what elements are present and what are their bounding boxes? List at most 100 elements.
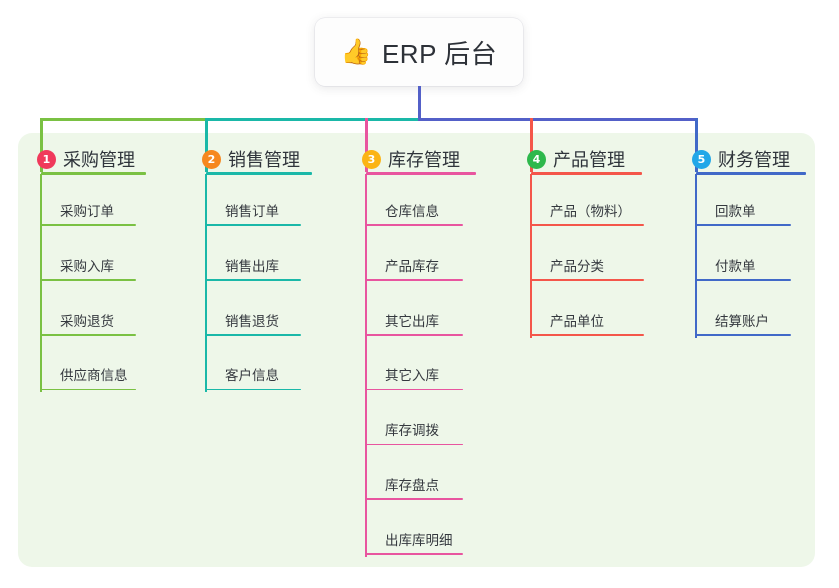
leaf-item-underline	[365, 553, 463, 555]
leaf-item[interactable]: 回款单	[695, 200, 791, 226]
branch-underline-5	[696, 172, 806, 175]
branch-header-1[interactable]: 1 采购管理	[37, 146, 135, 172]
leaf-item-underline	[530, 224, 644, 226]
bus-segment-3	[418, 118, 697, 121]
branch-header-5[interactable]: 5 财务管理	[692, 146, 790, 172]
leaf-item[interactable]: 其它出库	[365, 310, 463, 336]
diagram-panel	[18, 133, 815, 567]
leaf-item-label: 供应商信息	[60, 368, 128, 384]
leaf-item-underline	[365, 279, 463, 281]
leaf-item-underline	[40, 388, 136, 391]
leaf-item[interactable]: 出库库明细	[365, 529, 463, 555]
leaf-item-label: 库存调拨	[385, 423, 439, 439]
branch-header-3[interactable]: 3 库存管理	[362, 146, 460, 172]
leaf-item-underline	[695, 224, 791, 226]
leaf-item[interactable]: 仓库信息	[365, 200, 463, 226]
leaf-item-underline	[365, 498, 463, 500]
branch-drop-4	[530, 118, 533, 172]
leaf-item-underline	[695, 334, 791, 336]
root-title: ERP 后台	[381, 38, 498, 69]
branch-underline-3	[366, 172, 476, 175]
leaf-item-label: 库存盘点	[385, 478, 439, 493]
leaf-item[interactable]: 采购退货	[40, 310, 136, 336]
leaf-item-underline	[205, 224, 301, 226]
leaf-item[interactable]: 采购订单	[40, 200, 136, 226]
leaf-item-label: 产品单位	[550, 313, 604, 329]
leaf-item-label: 采购入库	[60, 258, 114, 274]
branch-number-badge: 4	[527, 149, 546, 169]
leaf-item-underline	[40, 224, 136, 226]
branch-underline-4	[531, 172, 642, 175]
leaf-item-underline	[40, 334, 136, 336]
branch-underline-1	[41, 172, 146, 175]
leaf-item-label: 付款单	[715, 258, 756, 274]
leaf-item[interactable]: 库存盘点	[365, 474, 463, 500]
branch-title: 采购管理	[63, 150, 135, 170]
leaf-item-underline	[205, 388, 301, 391]
leaf-item-label: 产品（物料）	[550, 204, 631, 219]
branch-trunk-2	[205, 174, 207, 393]
leaf-item[interactable]: 客户信息	[205, 364, 301, 391]
leaf-item-label: 客户信息	[225, 368, 279, 384]
leaf-item-underline	[40, 279, 136, 281]
branch-drop-3	[365, 118, 368, 172]
thumbs-up-icon: 👍	[340, 37, 372, 66]
leaf-item[interactable]: 付款单	[695, 255, 791, 281]
branch-trunk-1	[40, 174, 42, 393]
leaf-item[interactable]: 结算账户	[695, 310, 791, 336]
leaf-item[interactable]: 其它入库	[365, 364, 463, 391]
leaf-item-label: 销售订单	[225, 204, 279, 219]
leaf-item-label: 产品分类	[550, 258, 604, 274]
leaf-item-label: 采购退货	[60, 313, 114, 329]
leaf-item-label: 产品库存	[385, 258, 439, 274]
leaf-item[interactable]: 库存调拨	[365, 419, 463, 446]
leaf-item[interactable]: 供应商信息	[40, 364, 136, 391]
branch-number-badge: 2	[202, 149, 221, 169]
branch-title: 销售管理	[228, 150, 300, 170]
branch-title: 库存管理	[388, 150, 460, 170]
leaf-item-label: 结算账户	[715, 313, 769, 329]
branch-trunk-5	[695, 174, 697, 338]
branch-trunk-4	[530, 174, 532, 338]
leaf-item[interactable]: 销售退货	[205, 310, 301, 336]
leaf-item[interactable]: 产品单位	[530, 310, 644, 336]
leaf-item[interactable]: 采购入库	[40, 255, 136, 281]
branch-header-2[interactable]: 2 销售管理	[202, 146, 300, 172]
branch-number-badge: 1	[37, 149, 56, 169]
leaf-item-label: 销售退货	[225, 313, 279, 329]
root-node[interactable]: 👍 ERP 后台	[315, 18, 523, 86]
leaf-item-label: 回款单	[715, 204, 756, 219]
root-stem	[418, 86, 421, 121]
branch-number-badge: 3	[362, 149, 381, 169]
leaf-item-label: 采购订单	[60, 204, 114, 219]
leaf-item-underline	[695, 279, 791, 281]
leaf-item-label: 其它出库	[385, 313, 439, 329]
branch-drop-1	[40, 118, 43, 172]
leaf-item-underline	[365, 334, 463, 336]
leaf-item-underline	[205, 279, 301, 281]
leaf-item-underline	[530, 334, 644, 336]
leaf-item-underline	[365, 388, 463, 391]
leaf-item-underline	[365, 443, 463, 446]
branch-underline-2	[206, 172, 312, 175]
leaf-item[interactable]: 销售出库	[205, 255, 301, 281]
bus-segment-1	[40, 118, 207, 121]
leaf-item[interactable]: 销售订单	[205, 200, 301, 226]
leaf-item[interactable]: 产品库存	[365, 255, 463, 281]
leaf-item[interactable]: 产品分类	[530, 255, 644, 281]
leaf-item[interactable]: 产品（物料）	[530, 200, 644, 226]
leaf-item-underline	[365, 224, 463, 226]
leaf-item-label: 仓库信息	[385, 204, 439, 219]
leaf-item-underline	[205, 334, 301, 336]
branch-drop-5	[695, 118, 698, 172]
leaf-item-label: 其它入库	[385, 368, 439, 384]
branch-number-badge: 5	[692, 149, 711, 169]
leaf-item-underline	[530, 279, 644, 281]
branch-title: 财务管理	[718, 150, 790, 170]
leaf-item-label: 销售出库	[225, 258, 279, 274]
branch-trunk-3	[365, 174, 367, 557]
bus-segment-2	[205, 118, 420, 121]
leaf-item-label: 出库库明细	[385, 532, 453, 548]
